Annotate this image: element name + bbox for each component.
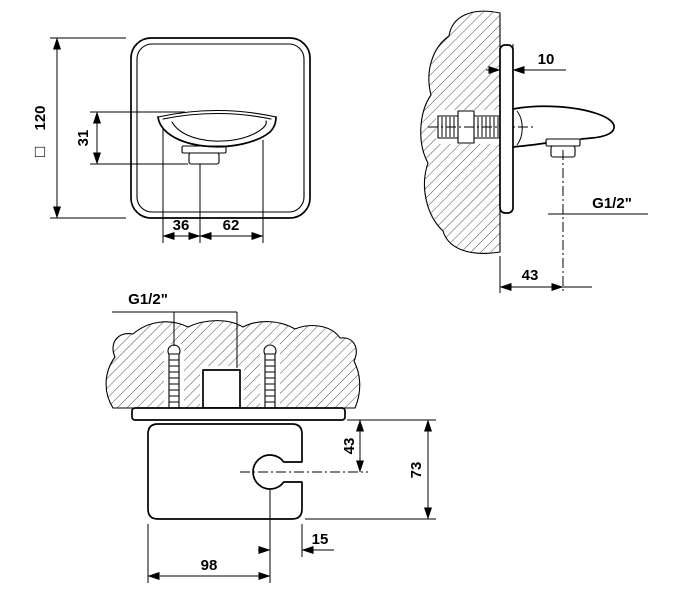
dim-plate-height: 120 □	[32, 37, 126, 219]
dim-center-offset-label: 43	[341, 438, 358, 455]
thread-label-side: G1/2"	[592, 195, 632, 212]
side-supply-pipe	[428, 110, 535, 144]
front-aerator	[181, 145, 227, 165]
mounting-stud-right	[260, 344, 280, 409]
dim-body-width: 98	[147, 490, 271, 583]
side-aerator-flange	[545, 138, 581, 147]
side-view: 10 G1/2" 43	[420, 10, 648, 293]
thread-callout-side: G1/2"	[548, 150, 648, 292]
dim-body-height-label: 73	[408, 462, 425, 479]
dim-spout-horizontal: 36 62	[162, 128, 264, 243]
inlet-block	[200, 366, 244, 410]
bottom-view: G1/2" 43 73 98	[105, 291, 436, 583]
square-symbol: □	[35, 142, 45, 161]
thread-label-bottom: G1/2"	[128, 291, 168, 308]
side-spout	[512, 105, 615, 158]
dim-plate-thickness-label: 10	[538, 51, 555, 68]
dim-projection-label: 43	[522, 267, 539, 284]
dim-projection: 43	[499, 256, 592, 293]
dim-spout-height-label: 31	[75, 130, 92, 147]
dim-left-label: 36	[173, 217, 190, 234]
dim-center-offset: 43	[341, 419, 368, 473]
dim-plate-thickness: 10	[486, 44, 566, 74]
mounting-stud-left	[164, 344, 184, 409]
dim-aerator-offset-label: 15	[312, 531, 329, 548]
dim-right-label: 62	[223, 217, 240, 234]
bottom-plate	[131, 407, 346, 421]
thread-callout-bottom: G1/2"	[112, 291, 238, 368]
front-plate-inner-edge	[136, 43, 305, 213]
front-plate	[130, 37, 311, 219]
dim-plate-height-label: 120	[32, 105, 49, 130]
dim-spout-height: 31	[75, 111, 188, 165]
front-spout-basin	[157, 110, 277, 148]
dim-body-width-label: 98	[201, 557, 218, 574]
dim-aerator-offset: 15	[258, 524, 334, 557]
side-plate	[499, 44, 514, 214]
stud-left-thread-ticks	[169, 359, 179, 403]
dim-body-height: 73	[305, 419, 436, 520]
front-view: 120 □ 31 36 62	[32, 37, 311, 243]
stud-right-thread-ticks	[265, 359, 275, 403]
bottom-body	[147, 423, 303, 520]
